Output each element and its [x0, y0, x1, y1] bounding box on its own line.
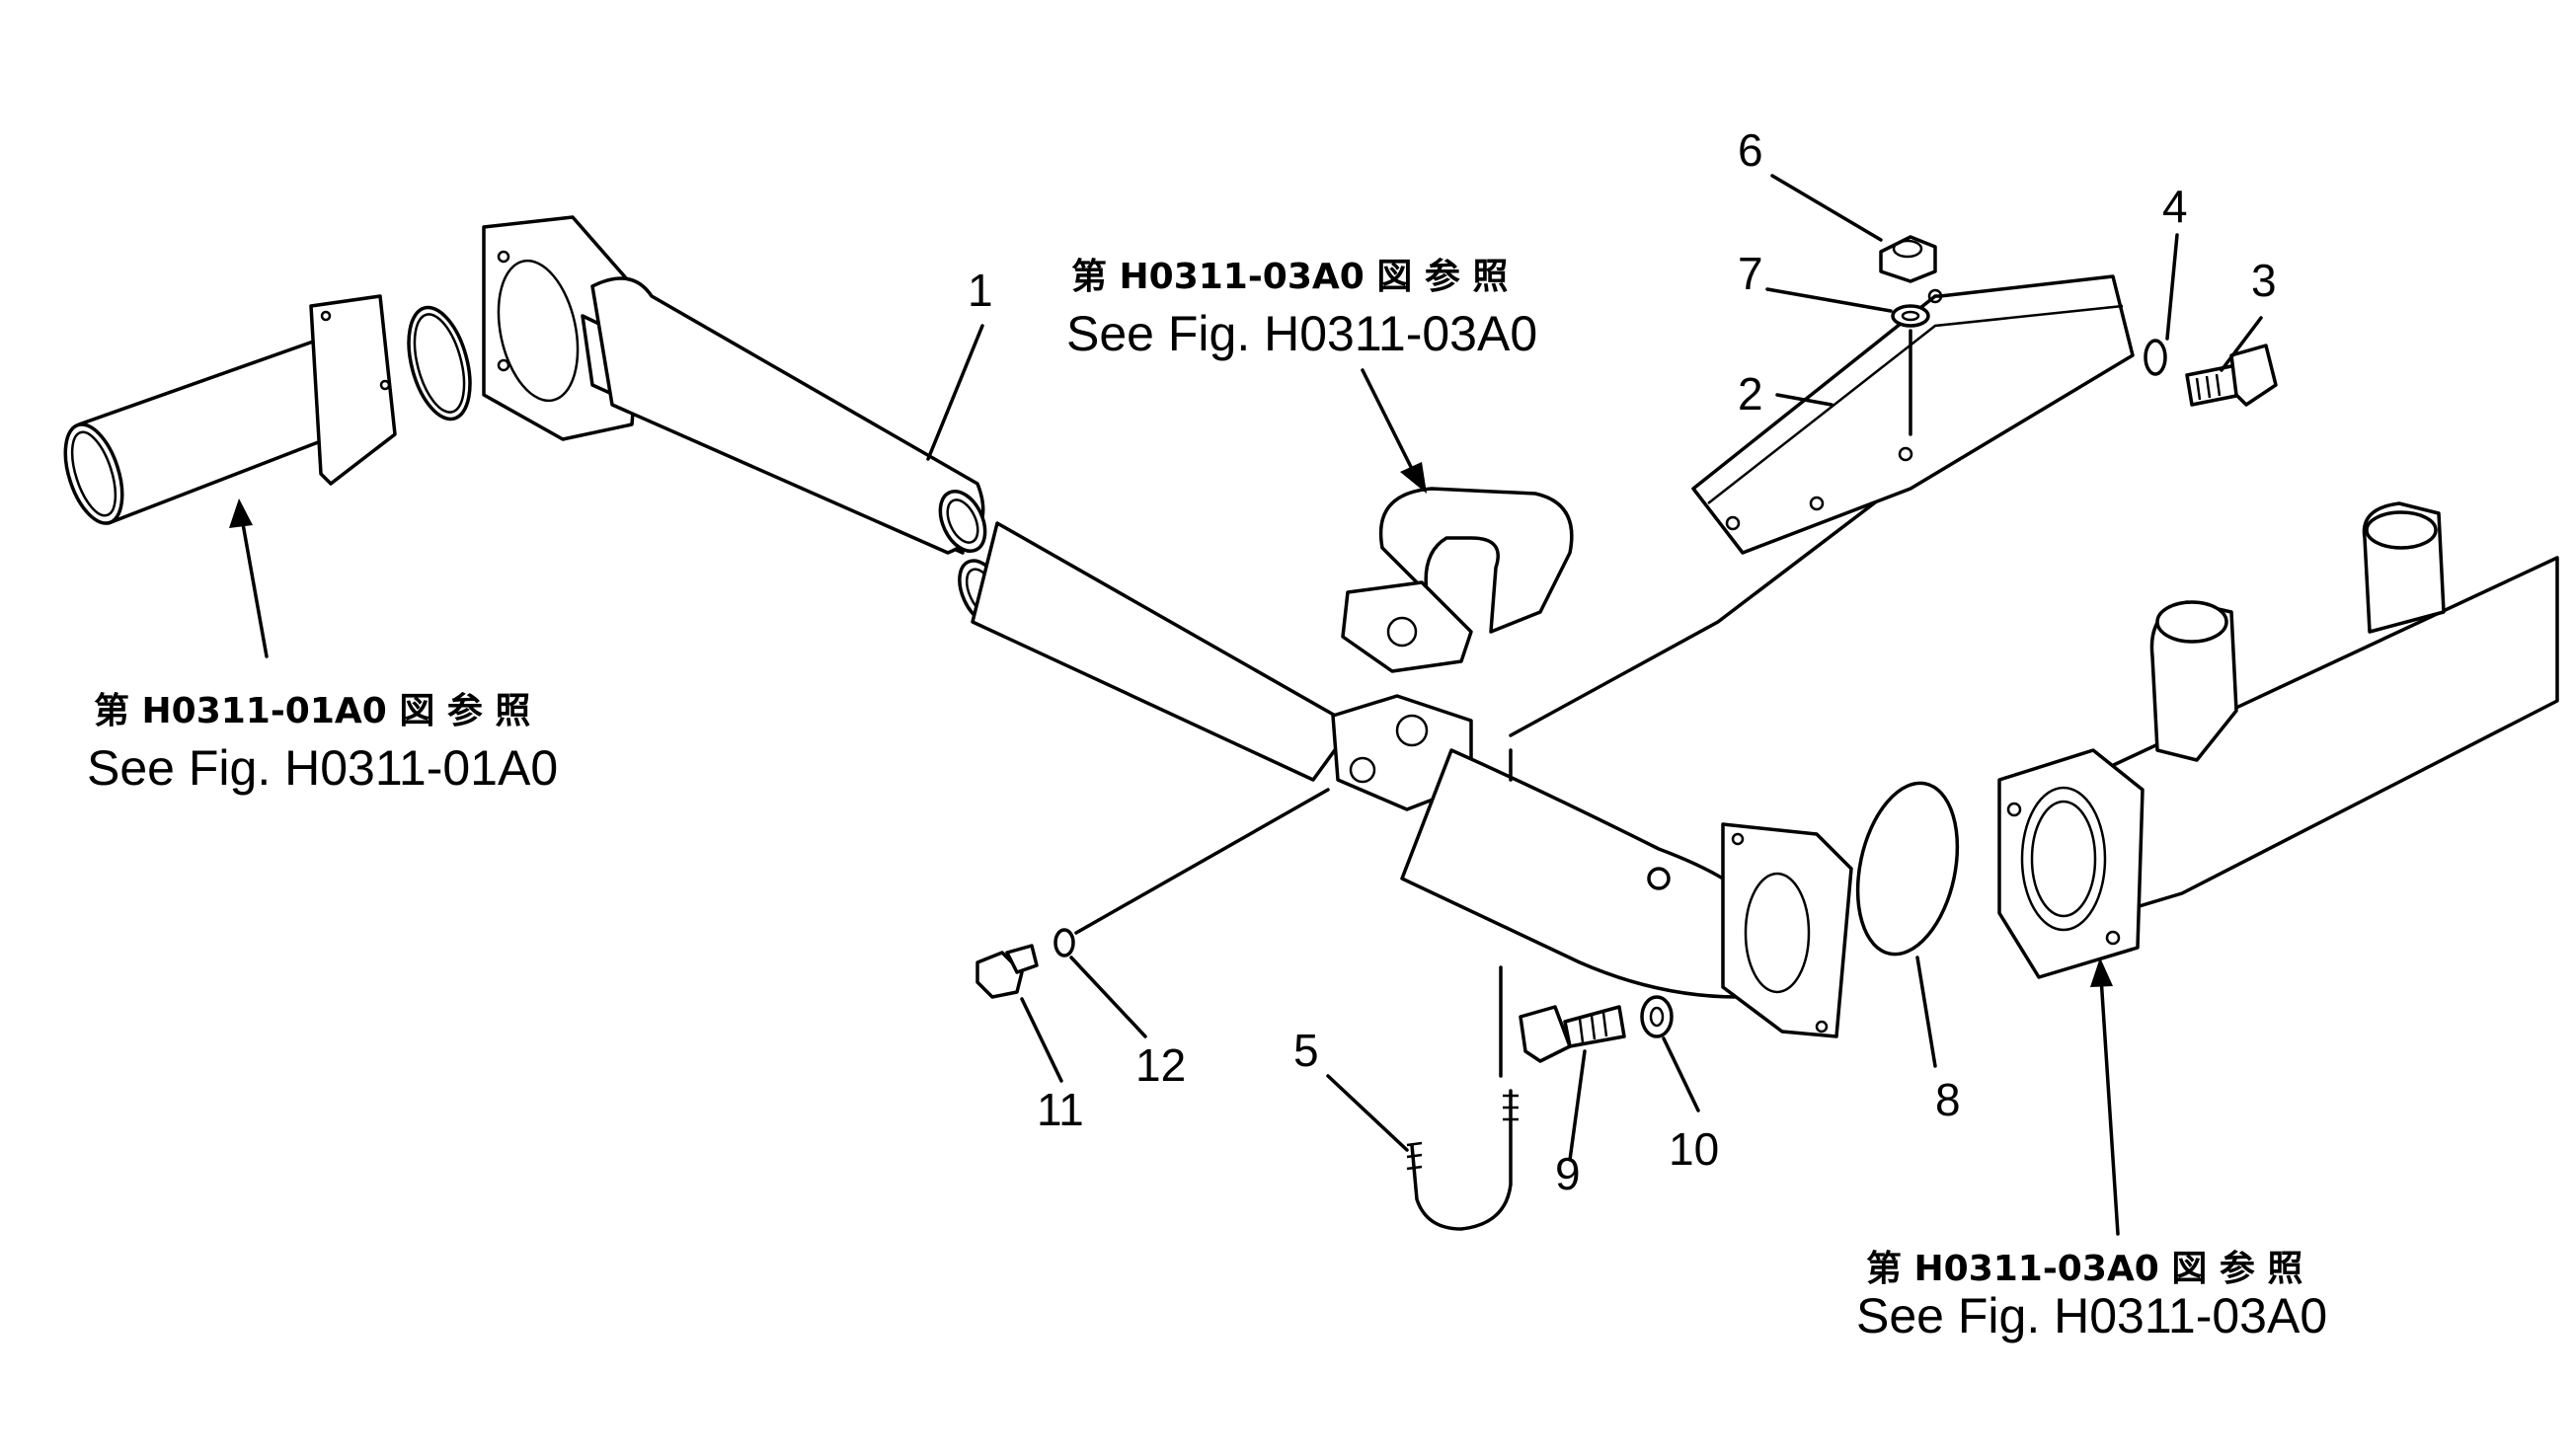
part-label-8: 8	[1935, 1074, 1961, 1125]
part-label-4: 4	[2162, 181, 2188, 232]
leader-lines	[926, 174, 2263, 1162]
reference-left-jp: 第 H0311-01A0 図 参 照	[94, 691, 530, 731]
part-label-1: 1	[968, 265, 993, 316]
washer-item-7	[1891, 304, 1930, 328]
part-label-6: 6	[1738, 124, 1763, 176]
reference-arrows	[229, 368, 2120, 1236]
main-pipe-item-1	[482, 215, 987, 555]
part-label-2: 2	[1738, 368, 1763, 420]
reference-top-en: See Fig. H0311-03A0	[1066, 306, 1537, 361]
bolt-item-3	[2185, 344, 2278, 407]
washer-item-10	[1640, 995, 1674, 1038]
lower-pipe-segment	[958, 521, 1853, 1038]
right-pipe-assembly	[1997, 501, 2559, 979]
u-bolt-item-5	[1406, 965, 1519, 1231]
reference-bottom-jp: 第 H0311-03A0 図 参 照	[1866, 1249, 2302, 1289]
washer-item-4	[2144, 339, 2167, 376]
part-label-7: 7	[1738, 248, 1763, 299]
bolt-item-9	[1519, 1005, 1626, 1063]
reference-top-jp: 第 H0311-03A0 図 参 照	[1071, 257, 1508, 297]
part-label-3: 3	[2251, 255, 2277, 306]
part-label-11: 11	[1037, 1084, 1084, 1135]
part-label-5: 5	[1293, 1025, 1319, 1076]
left-outlet-pipe	[63, 294, 397, 525]
part-label-12: 12	[1135, 1039, 1186, 1091]
part-label-10: 10	[1669, 1123, 1719, 1175]
upper-elbow-pipe	[1341, 487, 1574, 673]
reference-bottom-en: See Fig. H0311-03A0	[1856, 1288, 2327, 1343]
left-gasket-ring	[407, 305, 472, 421]
bracket-item-2	[1691, 274, 2135, 555]
reference-left-en: See Fig. H0311-01A0	[87, 740, 558, 796]
plug-item-11	[975, 944, 1039, 999]
o-ring-item-12	[1053, 928, 1075, 958]
o-ring-item-8	[1855, 781, 1960, 957]
nut-item-6	[1879, 235, 1937, 283]
part-label-9: 9	[1555, 1148, 1581, 1199]
